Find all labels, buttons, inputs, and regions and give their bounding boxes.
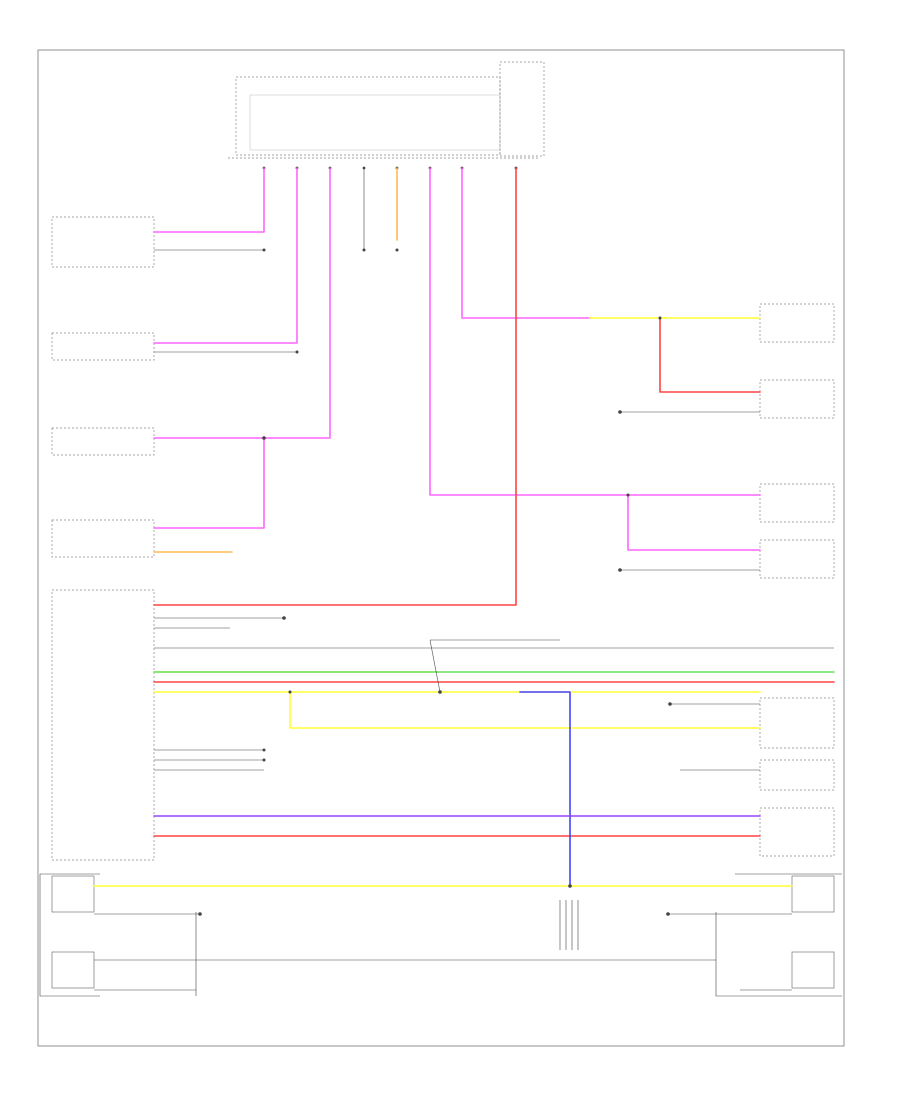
wire-red-1 [153, 167, 517, 606]
twisted-pair-bundle [559, 900, 579, 950]
wire-pink-3 [153, 167, 331, 439]
wire-pink-2 [153, 167, 298, 344]
left-components [51, 216, 155, 989]
wire-blue-1 [519, 691, 571, 887]
wire-pink-6 [627, 494, 761, 551]
wire-pink-4 [153, 437, 265, 529]
wires [93, 167, 835, 991]
splice-points [198, 248, 672, 916]
wire-yellow-4 [289, 691, 761, 729]
diagram-frame [37, 49, 845, 1047]
central-module [228, 61, 545, 159]
wire-black-18 [429, 639, 441, 693]
wire-pink-5 [429, 167, 761, 496]
wire-red-2 [659, 317, 761, 393]
door-brackets [39, 873, 842, 997]
module-pin-stubs [262, 166, 518, 170]
right-components [759, 303, 835, 989]
wire-pink-7 [461, 167, 591, 319]
wire-pink-1 [153, 167, 265, 233]
